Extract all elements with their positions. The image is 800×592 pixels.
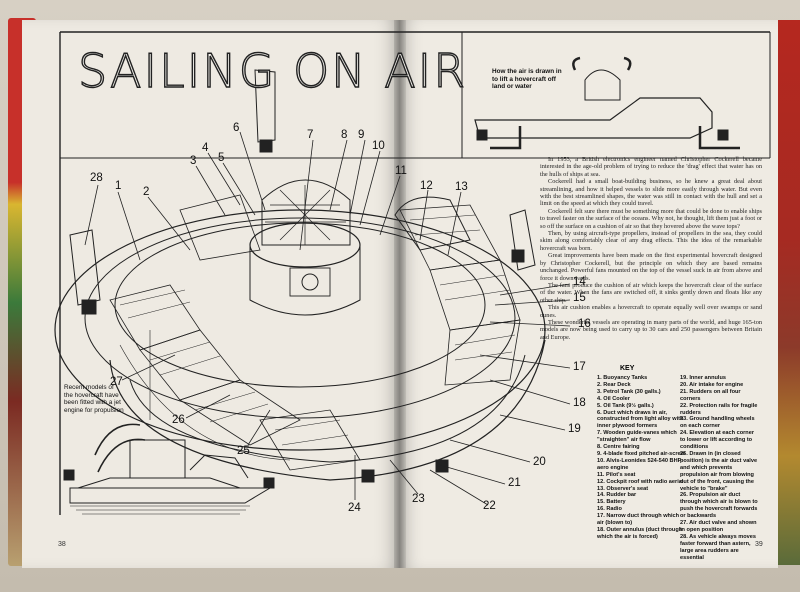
key-item: 18. Outer annulus (duct through which th…: [597, 526, 683, 540]
callout-14: 14: [573, 276, 586, 288]
paragraph-5: Great improvements have been made on the…: [540, 252, 762, 282]
key-item: 17. Narrow duct through which air (blown…: [597, 513, 680, 527]
callout-24: 24: [348, 502, 361, 514]
key-item: 15. Battery: [597, 499, 626, 506]
paragraph-2: Cockerell had a small boat-building busi…: [540, 178, 762, 208]
callout-23: 23: [412, 493, 425, 505]
key-column-2: 19. Inner annulus 20. Air intake for eng…: [680, 375, 758, 561]
key-item: 14. Rudder bar: [597, 492, 637, 499]
key-item: 22. Protection rails for fragile rudders: [680, 402, 758, 416]
key-title: KEY: [620, 365, 635, 372]
page-number-right: 39: [755, 541, 763, 548]
paragraph-8: These wonderful vessels are operating in…: [540, 318, 762, 341]
right-page: [400, 20, 778, 568]
key-item: 2. Rear Deck: [597, 381, 631, 388]
callout-4: 4: [202, 142, 209, 154]
callout-20: 20: [533, 456, 546, 468]
key-item: 10. Alvis-Leonides 524-540 BHP aero engi…: [597, 457, 682, 471]
jet-engine-caption: Recent models of the hovercraft have bee…: [64, 384, 124, 414]
callout-2: 2: [143, 186, 150, 198]
callout-22: 22: [483, 500, 496, 512]
callout-12: 12: [420, 180, 433, 192]
key-item: 21. Rudders on all four corners: [680, 388, 741, 402]
book-gutter: [394, 20, 406, 568]
key-item: 11. Pilot's seat: [597, 471, 636, 478]
callout-21: 21: [508, 477, 521, 489]
key-item: 26. Propulsion air duct through which ai…: [680, 492, 758, 520]
callout-17: 17: [573, 361, 586, 373]
key-item: 8. Centre fairing: [597, 444, 640, 451]
callout-8: 8: [341, 129, 348, 141]
callout-25: 25: [237, 445, 250, 457]
key-item: 16. Radio: [597, 506, 622, 513]
callout-16: 16: [578, 318, 591, 330]
callout-26: 26: [172, 414, 185, 426]
callout-18: 18: [573, 397, 586, 409]
callout-28: 28: [90, 172, 103, 184]
callout-13: 13: [455, 181, 468, 193]
airflow-caption: How the air is drawn in to lift a hoverc…: [492, 68, 562, 91]
callout-3: 3: [190, 155, 197, 167]
key-item: 27. Air duct valve and shown in open pos…: [680, 520, 757, 533]
paragraph-7: This air cushion enables a hovercraft to…: [540, 304, 762, 319]
callout-7: 7: [307, 129, 314, 141]
key-item: 28. As vehicle always moves faster forwa…: [680, 533, 756, 561]
page-number-left: 38: [58, 541, 66, 548]
callout-27: 27: [110, 376, 123, 388]
key-item: 1. Buoyancy Tanks: [597, 375, 648, 381]
key-item: 23. Ground handling wheels on each corne…: [680, 416, 755, 430]
key-item: 19. Inner annulus: [680, 375, 727, 381]
key-item: 3. Petrol Tank (30 galls.): [597, 388, 661, 395]
key-item: 25. Drawn in (in closed position) is the…: [680, 450, 758, 492]
article-body: In 1953, a British electronics engineer …: [540, 156, 762, 341]
callout-15: 15: [573, 292, 586, 304]
callout-5: 5: [218, 152, 225, 164]
key-item: 20. Air intake for engine: [680, 381, 744, 388]
left-page: [22, 20, 402, 568]
key-item: 24. Elevation at each corner to lower or…: [680, 430, 754, 451]
key-item: 13. Observer's seat: [597, 485, 649, 492]
callout-10: 10: [372, 140, 385, 152]
callout-6: 6: [233, 122, 240, 134]
key-column-1: 1. Buoyancy Tanks 2. Rear Deck 3. Petrol…: [597, 375, 687, 541]
key-item: 5. Oil Tank (9½ galls.): [597, 402, 654, 409]
paragraph-1: In 1953, a British electronics engineer …: [540, 156, 762, 178]
key-item: 12. Cockpit roof with radio aerial: [597, 478, 684, 485]
key-item: 9. 4-blade fixed pitched air-screw: [597, 450, 685, 457]
callout-11: 11: [395, 165, 407, 177]
key-item: 4. Oil Cooler: [597, 395, 630, 402]
key-item: 6. Duct which draws in air, constructed …: [597, 409, 684, 430]
page-title: SAILING ON AIR: [77, 43, 468, 98]
paragraph-3: Cockerell felt sure there must be someth…: [540, 207, 762, 230]
callout-9: 9: [358, 129, 365, 141]
callout-19: 19: [568, 423, 581, 435]
key-item: 7. Wooden guide-vanes which "straighten"…: [597, 430, 677, 444]
callout-1: 1: [115, 180, 122, 192]
paragraph-4: Then, by using aircraft-type propellers,…: [540, 230, 762, 252]
paragraph-6: The fans produce the cushion of air whic…: [540, 281, 762, 304]
